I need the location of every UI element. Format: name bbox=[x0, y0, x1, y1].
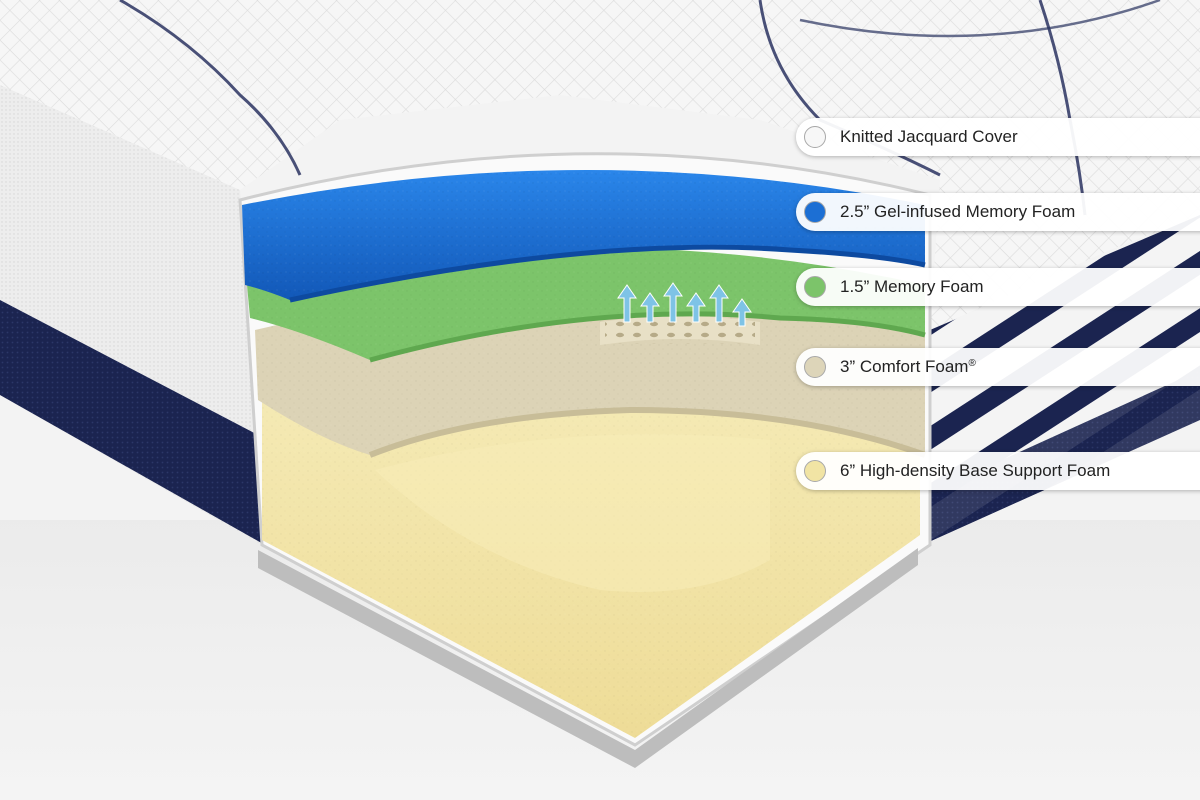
swatch-gel bbox=[804, 201, 826, 223]
callout-label: 6” High-density Base Support Foam bbox=[840, 461, 1111, 480]
callout-base-support-foam: 6” High-density Base Support Foam bbox=[796, 452, 1200, 490]
callout-label: 3” Comfort Foam® bbox=[840, 357, 976, 376]
callout-gel-memory-foam: 2.5” Gel-infused Memory Foam bbox=[796, 193, 1200, 231]
callout-label: Knitted Jacquard Cover bbox=[840, 127, 1018, 146]
callout-label: 2.5” Gel-infused Memory Foam bbox=[840, 202, 1076, 221]
swatch-comfort bbox=[804, 356, 826, 378]
airflow-arrow-icon bbox=[617, 282, 752, 327]
callout-knitted-jacquard-cover: Knitted Jacquard Cover bbox=[796, 118, 1200, 156]
callout-memory-foam: 1.5” Memory Foam bbox=[796, 268, 1200, 306]
swatch-base bbox=[804, 460, 826, 482]
swatch-cover bbox=[804, 126, 826, 148]
callout-comfort-foam: 3” Comfort Foam® bbox=[796, 348, 1200, 386]
swatch-memory bbox=[804, 276, 826, 298]
callout-label: 1.5” Memory Foam bbox=[840, 277, 984, 296]
